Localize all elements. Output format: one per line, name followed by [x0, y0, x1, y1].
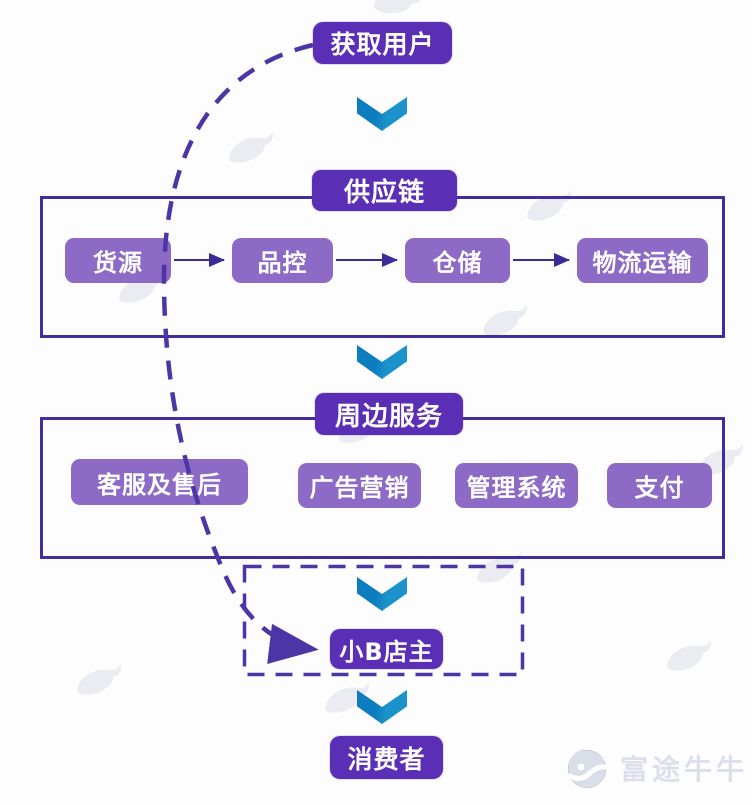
chevron-down-icon [357, 97, 407, 131]
item-customer-service-aftersales: 客服及售后 [71, 459, 248, 505]
whale-watermark-icon [667, 639, 711, 671]
whale-watermark-icon [325, 681, 369, 713]
item-warehousing: 仓储 [405, 238, 510, 283]
item-ad-marketing: 广告营销 [298, 463, 421, 508]
item-supply-source: 货源 [65, 238, 171, 283]
whale-watermark-icon [483, 304, 527, 336]
section-title-supply-chain: 供应链 [312, 170, 457, 211]
item-payment: 支付 [607, 463, 712, 508]
chevron-down-icon [357, 345, 407, 379]
whale-watermark-icon [77, 663, 121, 695]
futu-bull-icon [567, 749, 608, 788]
futu-logo: 富途牛牛 [566, 746, 748, 790]
whale-watermark-icon [229, 131, 273, 163]
node-consumer: 消费者 [330, 736, 443, 779]
chevron-down-icon [357, 577, 407, 611]
node-acquire-users: 获取用户 [313, 22, 452, 64]
whale-watermark-icon [373, 0, 421, 14]
section-title-peripheral-services: 周边服务 [315, 393, 463, 435]
node-small-b-shop-owner: 小B店主 [330, 629, 443, 669]
item-quality-control: 品控 [232, 238, 333, 283]
futu-logo-text: 富途牛牛 [620, 753, 749, 786]
item-logistics-transport: 物流运输 [577, 238, 708, 283]
item-management-system: 管理系统 [455, 463, 578, 508]
